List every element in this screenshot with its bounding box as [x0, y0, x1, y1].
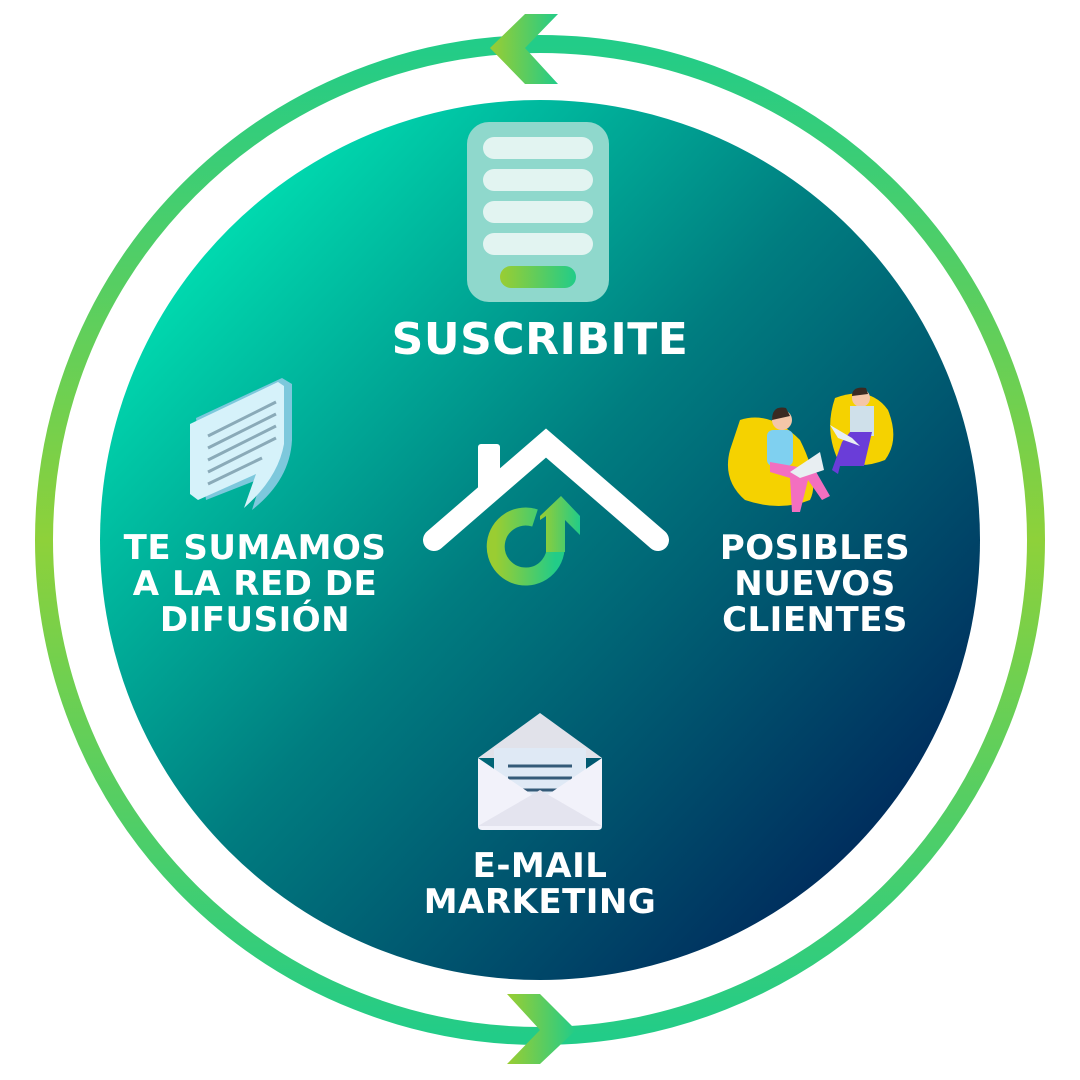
people-icon — [727, 387, 894, 512]
step-label-line: SUSCRIBITE — [391, 314, 689, 365]
cycle-arrow-icon — [490, 14, 558, 84]
step-label-line: MARKETING — [423, 882, 657, 922]
speech-bubble-icon — [190, 378, 292, 510]
step-red-de-difusion: TE SUMAMOS A LA RED DE DIFUSIÓN — [105, 530, 405, 638]
step-suscribite: SUSCRIBITE — [340, 318, 740, 362]
step-posibles-nuevos-clientes: POSIBLES NUEVOS CLIENTES — [690, 530, 940, 638]
step-label-line: TE SUMAMOS — [123, 528, 387, 568]
envelope-icon — [478, 713, 602, 830]
inner-circle — [100, 100, 980, 980]
step-label-line: E-MAIL — [472, 846, 608, 886]
step-label-line: NUEVOS — [734, 564, 896, 604]
cycle-arrow-icon — [507, 994, 576, 1064]
house-logo-icon — [423, 428, 669, 586]
step-label-line: CLIENTES — [722, 600, 908, 640]
step-label-line: POSIBLES — [719, 528, 911, 568]
form-icon — [467, 122, 609, 302]
step-label-line: A LA RED DE — [132, 564, 378, 604]
step-label-line: DIFUSIÓN — [159, 600, 351, 640]
step-email-marketing: E-MAIL MARKETING — [370, 848, 710, 920]
